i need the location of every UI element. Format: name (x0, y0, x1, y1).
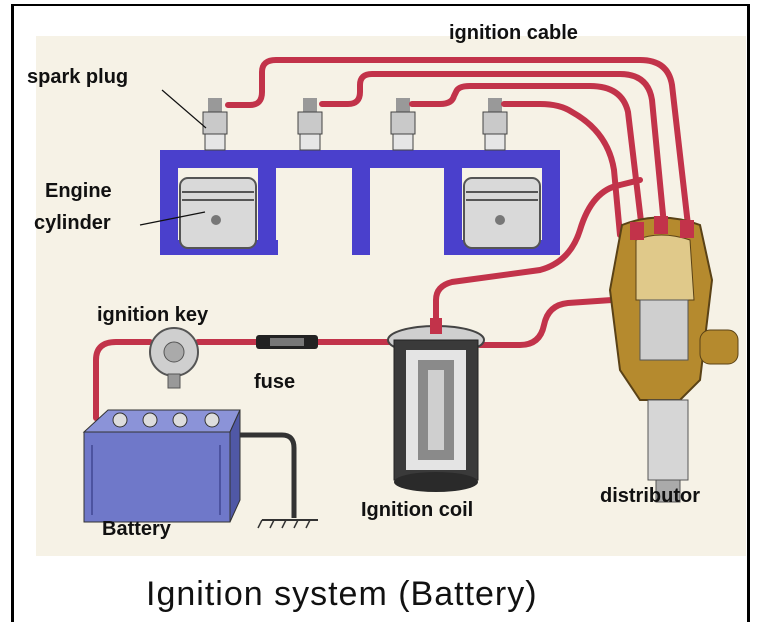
ignition-key-switch (149, 327, 199, 389)
cable-plug-4 (501, 101, 623, 238)
spark-plug-4 (482, 98, 508, 151)
spark-plug-1 (202, 98, 228, 151)
cable-plug-1 (225, 57, 691, 228)
cable-plug-2 (319, 71, 667, 228)
cable-coil-to-distributor (433, 177, 643, 328)
label-distributor: distributor (600, 485, 700, 507)
label-ignition-coil: Ignition coil (361, 499, 473, 521)
diagram-title: Ignition system (Battery) (146, 575, 538, 613)
spark-plugs (202, 98, 508, 151)
engine-block (160, 150, 560, 255)
label-spark-plug: spark plug (27, 66, 128, 88)
battery-component (82, 409, 241, 523)
piston-right (463, 177, 541, 249)
cable-battery-to-key (93, 339, 153, 421)
engine-cylinder-leader (139, 211, 206, 226)
diagram-frame (11, 4, 750, 622)
label-cylinder: cylinder (34, 212, 111, 234)
ignition-coil-component (387, 318, 485, 492)
spark-plug-3 (390, 98, 416, 151)
ignition-cables (93, 57, 691, 421)
spark-plug-2 (297, 98, 323, 151)
ground-wire (228, 432, 318, 529)
piston-left (179, 177, 257, 249)
label-ignition-key: ignition key (97, 304, 209, 326)
fuse-component (256, 335, 318, 349)
spark-plug-leader (161, 89, 207, 129)
label-ignition-cable: ignition cable (449, 22, 578, 44)
label-fuse: fuse (254, 371, 295, 393)
cable-plug-3 (409, 83, 645, 233)
cable-coil-lt (477, 297, 615, 348)
distributor-component (608, 216, 739, 503)
label-engine: Engine (45, 180, 112, 202)
label-battery: Battery (102, 518, 172, 540)
